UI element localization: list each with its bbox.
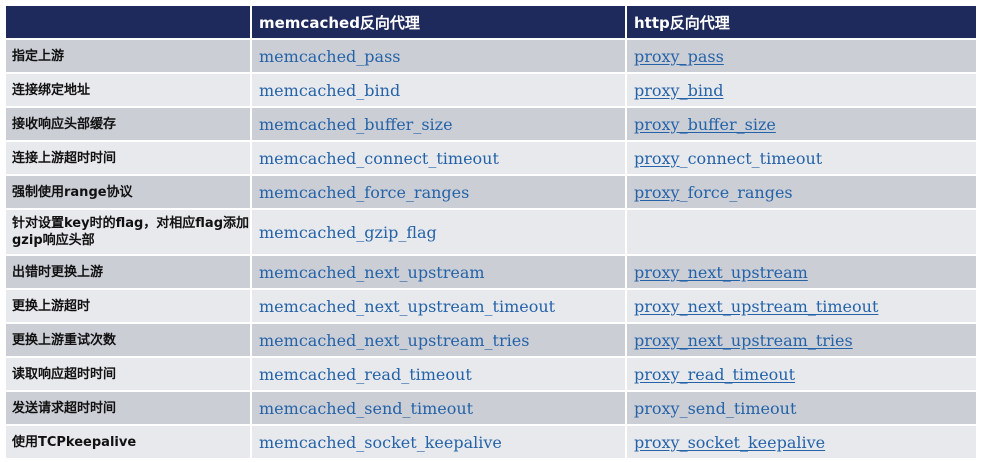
memcached-directive: memcached_next_upstream [250,254,627,290]
proxy-directive-cell: proxy_bind [625,72,978,108]
feature-label: 针对设置key时的flag，对相应flag添加gzip响应头部 [4,208,252,256]
proxy-directive-link[interactable]: proxy_socket_keepalive [634,432,826,452]
proxy-directive-cell: proxy_buffer_size [625,106,978,142]
memcached-directive: memcached_bind [250,72,627,108]
feature-label: 接收响应头部缓存 [4,106,252,142]
proxy-directive-cell: proxy_connect_timeout [625,140,978,176]
proxy-directive-link[interactable]: proxy_connect_timeout [634,148,823,168]
feature-label: 更换上游超时 [4,288,252,324]
feature-label: 更换上游重试次数 [4,322,252,358]
feature-label: 强制使用range协议 [4,174,252,210]
proxy-directive-link[interactable]: proxy_read_timeout [634,364,796,384]
proxy-directive-link[interactable]: proxy_next_upstream_timeout [634,296,879,316]
feature-label: 出错时更换上游 [4,254,252,290]
memcached-directive: memcached_send_timeout [250,390,627,426]
header-row: memcached反向代理 http反向代理 [4,4,978,40]
feature-label: 发送请求超时时间 [4,390,252,426]
proxy-directive-link[interactable]: proxy_buffer_size [634,114,776,134]
memcached-directive: memcached_read_timeout [250,356,627,392]
feature-label: 指定上游 [4,38,252,74]
proxy-directive-link[interactable]: proxy_bind [634,80,724,100]
proxy-directive-cell: proxy_send_timeout [625,390,978,426]
memcached-directive: memcached_pass [250,38,627,74]
proxy-directive-cell: proxy_pass [625,38,978,74]
proxy-directive-cell: proxy_next_upstream [625,254,978,290]
memcached-directive: memcached_gzip_flag [250,208,627,256]
feature-label: 连接上游超时时间 [4,140,252,176]
table-header: memcached反向代理 http反向代理 [4,4,978,40]
header-memcached: memcached反向代理 [250,4,627,40]
proxy-directive-cell: proxy_read_timeout [625,356,978,392]
header-http: http反向代理 [625,4,978,40]
feature-label: 读取响应超时时间 [4,356,252,392]
memcached-directive: memcached_force_ranges [250,174,627,210]
proxy-directive-link[interactable]: proxy_pass [634,46,724,66]
proxy-directive-cell: proxy_force_ranges [625,174,978,210]
proxy-directive-cell: proxy_socket_keepalive [625,424,978,460]
feature-label: 连接绑定地址 [4,72,252,108]
proxy-directive-link[interactable]: proxy_force_ranges [634,182,793,202]
proxy-directive-link[interactable]: proxy_next_upstream [634,262,808,282]
memcached-directive: memcached_socket_keepalive [250,424,627,460]
proxy-directive-cell [625,208,978,256]
memcached-directive: memcached_connect_timeout [250,140,627,176]
proxy-directive-link[interactable]: proxy_next_upstream_tries [634,330,853,350]
proxy-directive-link: proxy_send_timeout [634,398,797,418]
memcached-directive: memcached_buffer_size [250,106,627,142]
feature-label: 使用TCPkeepalive [4,424,252,460]
memcached-directive: memcached_next_upstream_timeout [250,288,627,324]
memcached-directive: memcached_next_upstream_tries [250,322,627,358]
proxy-directive-cell: proxy_next_upstream_tries [625,322,978,358]
header-feature [4,4,252,40]
proxy-directive-cell: proxy_next_upstream_timeout [625,288,978,324]
